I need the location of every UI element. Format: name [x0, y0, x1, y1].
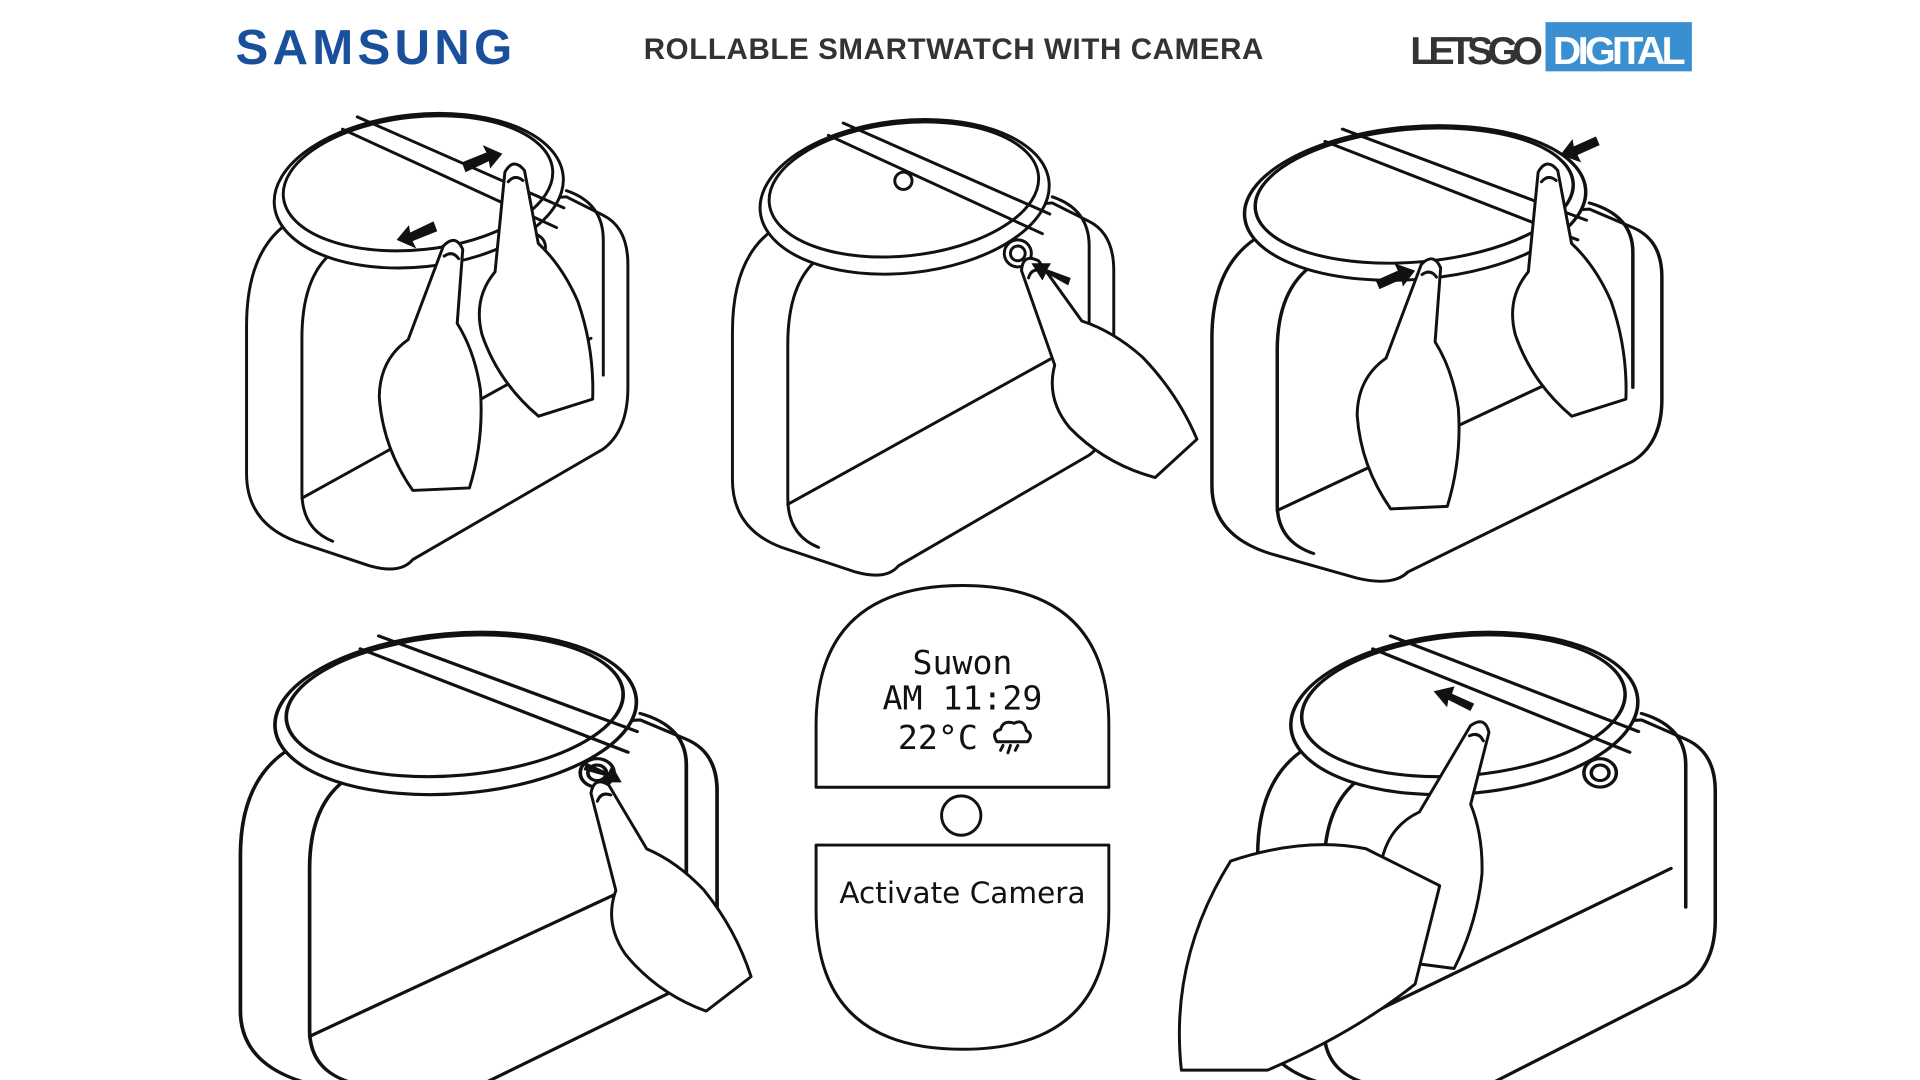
temperature-label: 22°C	[898, 718, 978, 757]
figure-crown-pull	[238, 616, 760, 1080]
figure-crown-press	[730, 104, 1207, 577]
letsgo-text: LETSGO	[1410, 29, 1543, 73]
digital-text: DIGITAL	[1553, 29, 1686, 73]
arrow-icon	[1375, 263, 1416, 290]
page-title: ROLLABLE SMARTWATCH WITH CAMERA	[644, 33, 1264, 66]
bottom-screen-panel	[814, 843, 1111, 1051]
top-screen-panel	[814, 584, 1111, 789]
rain-cloud-icon	[993, 720, 1032, 755]
arrow-icon	[1433, 686, 1475, 711]
samsung-logo: SAMSUNG	[235, 20, 515, 75]
arrow-icon	[1031, 263, 1071, 286]
figure-pinch-expand	[245, 98, 630, 571]
arrow-icon	[396, 221, 438, 249]
time-label: AM 11:29	[882, 679, 1042, 718]
arrow-icon	[583, 762, 622, 783]
watch-screen-interface: Suwon AM 11:29 22°C Activate Camera	[814, 584, 1111, 1051]
figure-pinch-collapse	[1210, 110, 1664, 584]
arrow-icon	[461, 145, 503, 173]
arrow-icon	[1560, 136, 1600, 163]
letsgo-digital-logo: LETSGO DIGITAL	[1410, 22, 1692, 73]
figure-swipe-on-band	[1177, 616, 1718, 1080]
activate-camera-button[interactable]: Activate Camera	[839, 876, 1085, 910]
city-label: Suwon	[912, 643, 1012, 682]
camera-lens-icon	[940, 794, 983, 837]
camera-lens-icon	[893, 170, 914, 191]
digital-badge	[1545, 22, 1692, 72]
